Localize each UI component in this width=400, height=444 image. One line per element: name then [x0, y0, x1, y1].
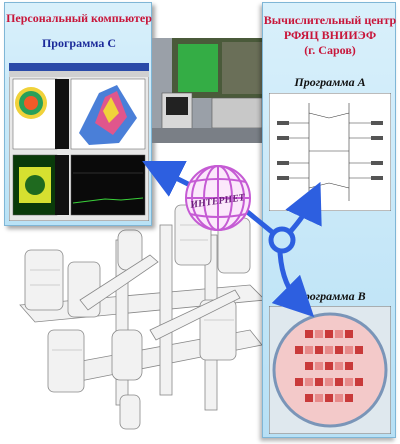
- pc-panel: Персональный компьютер Программа С: [4, 2, 152, 226]
- computing-center-title-line2: РФЯЦ ВНИИЭФ: [283, 28, 377, 42]
- program-a-label: Программа А: [294, 75, 366, 89]
- computing-center-title-line1: Вычислительный центр: [263, 13, 397, 27]
- program-c-screenshot: [9, 63, 149, 221]
- program-b-core-map: [269, 306, 391, 434]
- program-a-schematic: [269, 93, 391, 211]
- computing-center-title: Вычислительный центр РФЯЦ ВНИИЭФ (г. Сар…: [263, 13, 397, 58]
- internet-globe-icon: ИНТЕРНЕТ: [185, 165, 251, 231]
- computer-center-photo: [152, 38, 270, 143]
- program-b-label: Программа В: [294, 289, 366, 303]
- pc-panel-title: Персональный компьютер: [6, 11, 152, 25]
- program-c-label: Программа С: [41, 36, 117, 50]
- computing-center-panel: Вычислительный центр РФЯЦ ВНИИЭФ (г. Сар…: [262, 2, 396, 438]
- computing-center-title-line3: (г. Саров): [304, 43, 356, 57]
